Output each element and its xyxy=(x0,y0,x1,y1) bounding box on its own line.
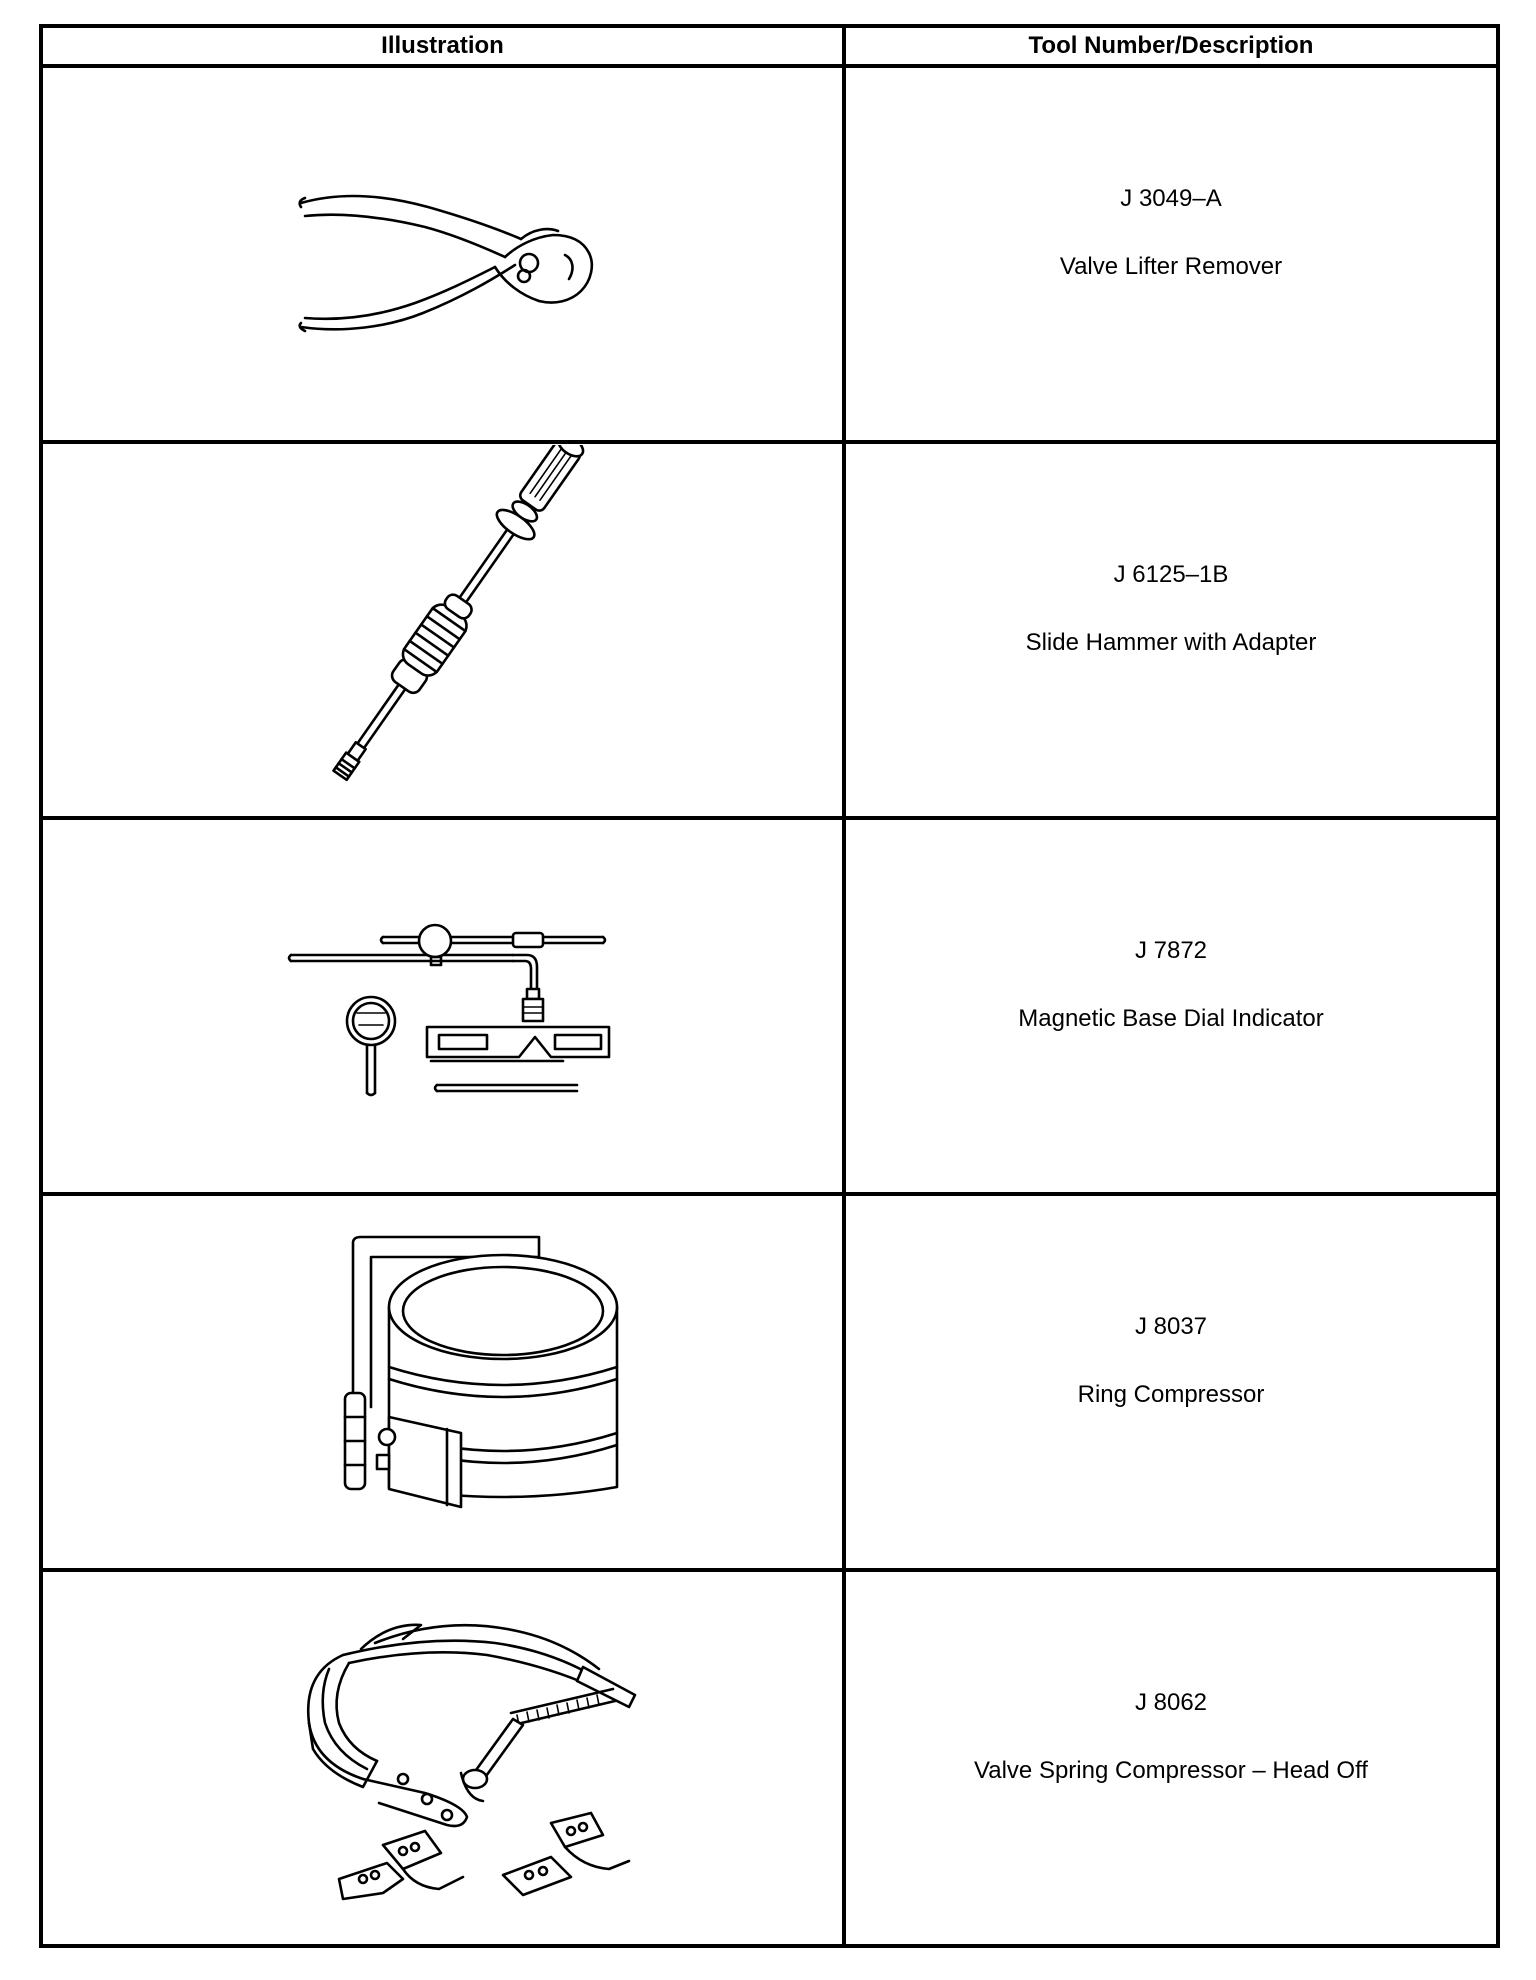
tool-number: J 8062 xyxy=(1134,1689,1208,1716)
illustration-cell xyxy=(39,816,846,1196)
tool-description: Valve Lifter Remover xyxy=(1059,253,1283,280)
illustration-cell xyxy=(39,1192,846,1572)
dial-indicator-icon xyxy=(287,923,611,1097)
tool-description: Ring Compressor xyxy=(1077,1381,1265,1408)
tool-description: Magnetic Base Dial Indicator xyxy=(1018,1005,1324,1032)
header-row: Illustration Tool Number/Description xyxy=(39,24,1500,68)
ring-compressor-icon xyxy=(343,1235,619,1509)
tool-description: Valve Spring Compressor – Head Off xyxy=(974,1757,1368,1784)
table-row: J 6125–1B Slide Hammer with Adapter xyxy=(39,440,1500,820)
tool-number: J 8037 xyxy=(1134,1313,1208,1340)
illustration-cell xyxy=(39,1568,846,1948)
tool-number: J 7872 xyxy=(1134,937,1208,964)
tool-number: J 3049–A xyxy=(1120,185,1222,212)
header-tool-description: Tool Number/Description xyxy=(842,24,1500,68)
tool-number: J 6125–1B xyxy=(1113,561,1229,588)
special-tools-table: Illustration Tool Number/Description xyxy=(39,24,1500,1948)
illustration-cell xyxy=(39,440,846,820)
header-illustration: Illustration xyxy=(39,24,846,68)
pliers-icon xyxy=(298,194,594,333)
tool-description-cell: J 6125–1B Slide Hammer with Adapter xyxy=(842,440,1500,820)
table-row: J 7872 Magnetic Base Dial Indicator xyxy=(39,816,1500,1196)
tool-description-cell: J 8037 Ring Compressor xyxy=(842,1192,1500,1572)
tool-description: Slide Hammer with Adapter xyxy=(1025,629,1317,656)
table-row: J 3049–A Valve Lifter Remover xyxy=(39,64,1500,444)
tool-description-cell: J 8062 Valve Spring Compressor – Head Of… xyxy=(842,1568,1500,1948)
valve-spring-compressor-icon xyxy=(306,1623,637,1901)
tool-description-cell: J 3049–A Valve Lifter Remover xyxy=(842,64,1500,444)
table-row: J 8037 Ring Compressor xyxy=(39,1192,1500,1572)
tool-description-cell: J 7872 Magnetic Base Dial Indicator xyxy=(842,816,1500,1196)
illustration-cell xyxy=(39,64,846,444)
table-row: J 8062 Valve Spring Compressor – Head Of… xyxy=(39,1568,1500,1948)
slide-hammer-icon xyxy=(332,445,585,782)
